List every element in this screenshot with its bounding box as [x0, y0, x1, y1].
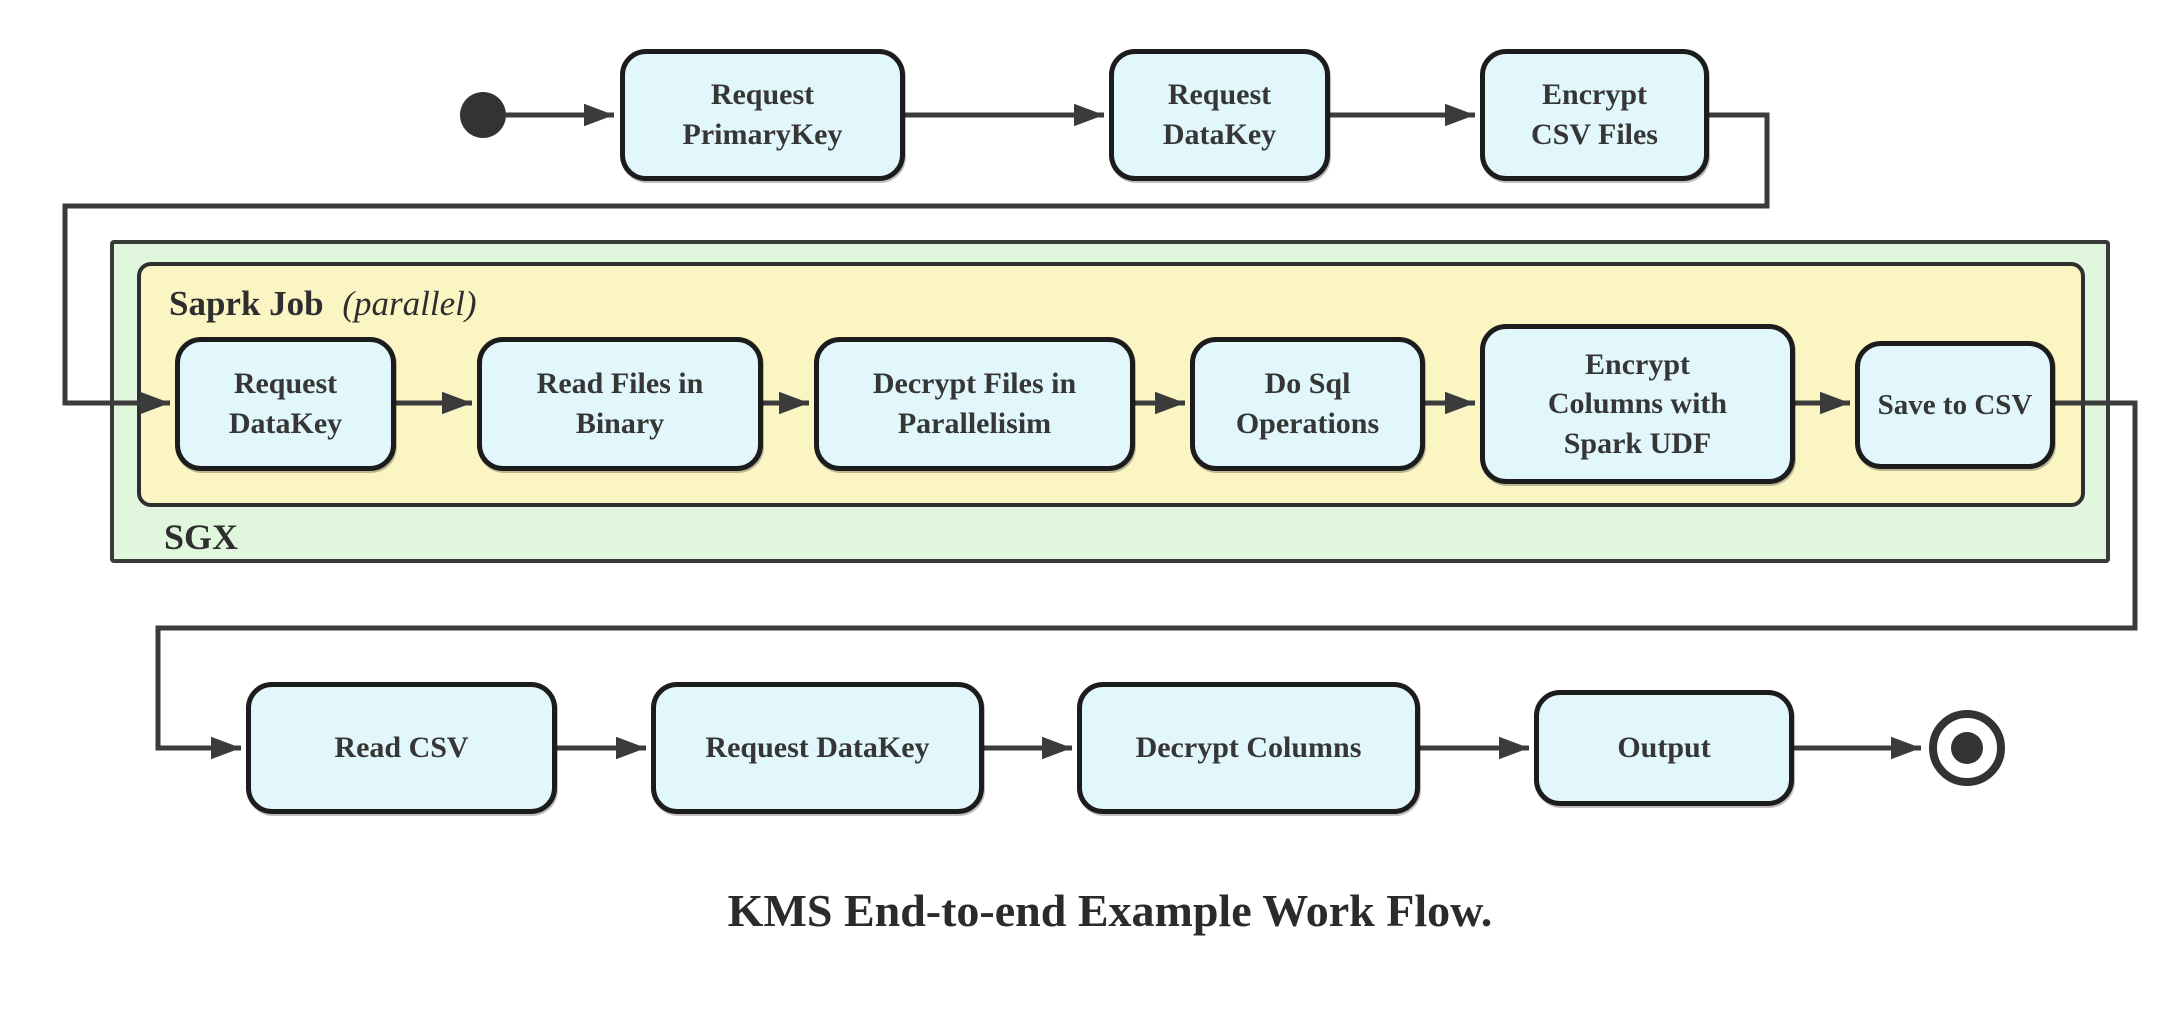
spark-job-label: Saprk Job (parallel) — [169, 284, 477, 324]
node-request-datakey-spark: Request DataKey — [175, 337, 396, 471]
spark-job-title: Saprk Job — [169, 284, 324, 323]
node-request-primarykey: Request PrimaryKey — [620, 49, 905, 181]
node-encrypt-columns-with-spark-udf: Encrypt Columns with Spark UDF — [1480, 324, 1795, 484]
spark-job-mode: (parallel) — [342, 284, 477, 323]
node-do-sql-operations: Do Sql Operations — [1190, 337, 1425, 471]
node-request-datakey-bottom: Request DataKey — [651, 682, 984, 814]
node-read-files-in-binary: Read Files in Binary — [477, 337, 763, 471]
node-decrypt-columns: Decrypt Columns — [1077, 682, 1420, 814]
initial-state-icon — [460, 92, 506, 138]
node-read-csv: Read CSV — [246, 682, 557, 814]
diagram-caption: KMS End-to-end Example Work Flow. — [727, 885, 1493, 936]
node-output: Output — [1534, 690, 1794, 806]
sgx-container-label: SGX — [164, 517, 239, 557]
node-request-datakey-top: Request DataKey — [1109, 49, 1330, 181]
node-save-to-csv: Save to CSV — [1855, 341, 2055, 469]
node-decrypt-files-in-parallelisim: Decrypt Files in Parallelisim — [814, 337, 1135, 471]
final-state-icon — [1929, 710, 2005, 786]
final-state-inner-dot — [1951, 732, 1983, 764]
node-encrypt-csv-files: Encrypt CSV Files — [1480, 49, 1709, 181]
